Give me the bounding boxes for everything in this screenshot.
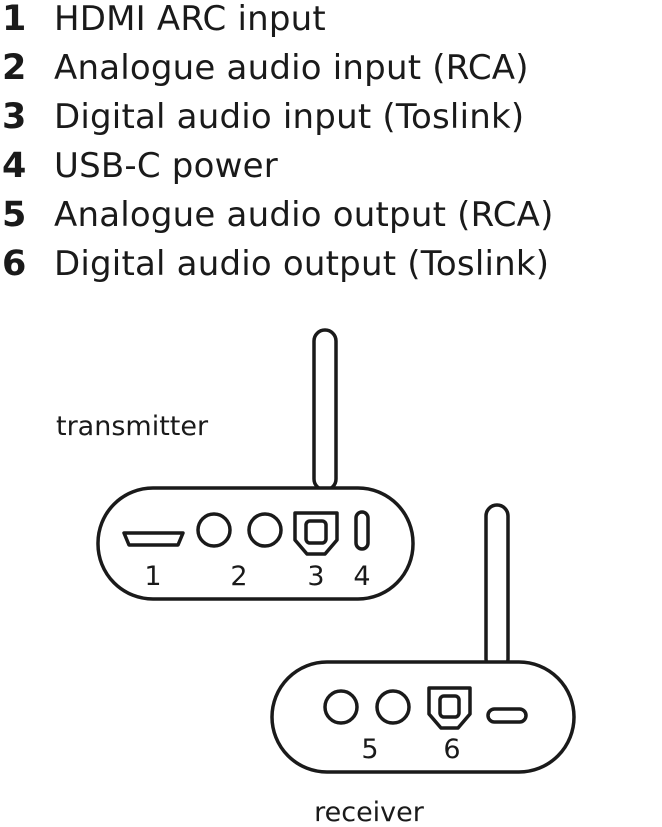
port-number-1: 1 xyxy=(144,561,161,592)
receiver-label: receiver xyxy=(314,797,425,827)
legend-text: Analogue audio output (RCA) xyxy=(54,195,554,235)
legend-text: Digital audio input (Toslink) xyxy=(54,97,525,137)
legend-text: Analogue audio input (RCA) xyxy=(54,48,529,88)
port-number-5: 5 xyxy=(361,734,378,765)
port-number-3: 3 xyxy=(307,561,324,592)
transmitter-label: transmitter xyxy=(56,411,209,442)
legend-item-5: 5 Analogue audio output (RCA) xyxy=(0,191,554,239)
transmitter-device: transmitter 1 2 3 4 xyxy=(56,328,415,601)
legend-text: USB-C power xyxy=(54,146,278,186)
legend-text: Digital audio output (Toslink) xyxy=(54,244,550,284)
toslink-port-icon xyxy=(427,686,472,730)
toslink-port-icon xyxy=(293,511,339,556)
rca-port-icon xyxy=(196,512,232,548)
legend-item-2: 2 Analogue audio input (RCA) xyxy=(0,44,529,92)
legend-number: 2 xyxy=(2,48,27,88)
legend-number: 4 xyxy=(2,146,27,186)
legend-item-6: 6 Digital audio output (Toslink) xyxy=(0,240,549,288)
usb-c-port-icon xyxy=(354,510,370,551)
rca-port-icon xyxy=(247,512,283,548)
toslink-port-inner xyxy=(304,519,328,545)
legend-item-3: 3 Digital audio input (Toslink) xyxy=(0,93,524,141)
legend-number: 1 xyxy=(2,0,27,39)
legend-item-1: 1 HDMI ARC input xyxy=(0,0,326,43)
usb-c-port-icon xyxy=(486,707,528,724)
toslink-port-inner xyxy=(438,694,461,719)
port-number-4: 4 xyxy=(353,561,370,592)
receiver-device: 5 6 receiver xyxy=(270,503,576,827)
port-number-6: 6 xyxy=(443,734,460,765)
transmitter-antenna-icon xyxy=(312,328,338,492)
port-number-2: 2 xyxy=(230,561,247,592)
rca-port-icon xyxy=(375,689,411,725)
legend-number: 5 xyxy=(2,195,27,235)
receiver-antenna-icon xyxy=(484,503,510,672)
hdmi-port-icon xyxy=(122,531,185,547)
receiver-body xyxy=(270,660,576,774)
legend-item-4: 4 USB-C power xyxy=(0,142,278,190)
legend-text: HDMI ARC input xyxy=(54,0,326,39)
legend-number: 3 xyxy=(2,97,27,137)
rca-port-icon xyxy=(323,689,359,725)
legend-number: 6 xyxy=(2,244,27,284)
